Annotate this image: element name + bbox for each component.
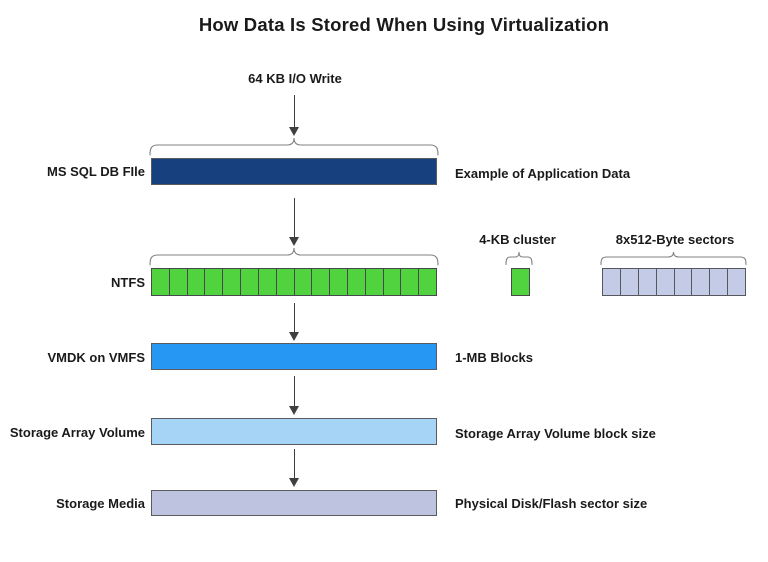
storage-media-left-label: Storage Media <box>56 496 145 511</box>
segment <box>348 269 366 295</box>
brace-app-data <box>149 137 439 156</box>
segment <box>277 269 295 295</box>
sectors-label: 8x512-Byte sectors <box>615 232 735 247</box>
app-data-right-label: Example of Application Data <box>455 166 631 181</box>
down-arrow-icon <box>289 376 300 415</box>
down-arrow-icon <box>289 198 300 246</box>
ntfs-left-label: NTFS <box>111 275 145 290</box>
storage-array-left-label: Storage Array Volume <box>9 425 145 440</box>
brace-cluster <box>505 251 533 266</box>
down-arrow-icon <box>289 303 300 341</box>
brace-sectors <box>600 251 747 266</box>
down-arrow-icon <box>289 95 300 136</box>
storage-array-right-label: Storage Array Volume block size <box>455 426 656 441</box>
segment <box>295 269 313 295</box>
storage-array-bar <box>151 418 437 445</box>
segment <box>710 269 729 295</box>
down-arrow-icon <box>289 449 300 487</box>
segment <box>205 269 224 295</box>
segment <box>692 269 711 295</box>
segment <box>223 269 242 295</box>
segment <box>675 269 693 295</box>
storage-media-bar <box>151 490 437 516</box>
diagram-title: How Data Is Stored When Using Virtualiza… <box>198 14 610 35</box>
storage-media-right-label: Physical Disk/Flash sector size <box>455 496 648 511</box>
segment <box>603 269 621 295</box>
app-data-bar <box>151 158 437 185</box>
segment <box>259 269 277 295</box>
segment <box>728 269 745 295</box>
sectors-bar <box>602 268 746 296</box>
segment <box>330 269 348 295</box>
ntfs-cluster-bar <box>151 268 437 296</box>
segment <box>152 269 170 295</box>
cluster-label: 4-KB cluster <box>479 232 556 247</box>
vmdk-bar <box>151 343 437 370</box>
segment <box>188 269 206 295</box>
segment <box>401 269 420 295</box>
vmdk-left-label: VMDK on VMFS <box>47 350 146 365</box>
cluster-square <box>511 268 530 296</box>
segment <box>621 269 639 295</box>
app-data-left-label: MS SQL DB FIle <box>47 164 145 179</box>
io-write-label: 64 KB I/O Write <box>248 71 342 86</box>
segment <box>639 269 657 295</box>
segment <box>419 269 436 295</box>
segment <box>657 269 675 295</box>
segment <box>170 269 188 295</box>
segment <box>384 269 402 295</box>
segment <box>366 269 384 295</box>
segment <box>312 269 331 295</box>
vmdk-right-label: 1-MB Blocks <box>455 350 534 365</box>
brace-ntfs <box>149 247 439 266</box>
segment <box>241 269 259 295</box>
